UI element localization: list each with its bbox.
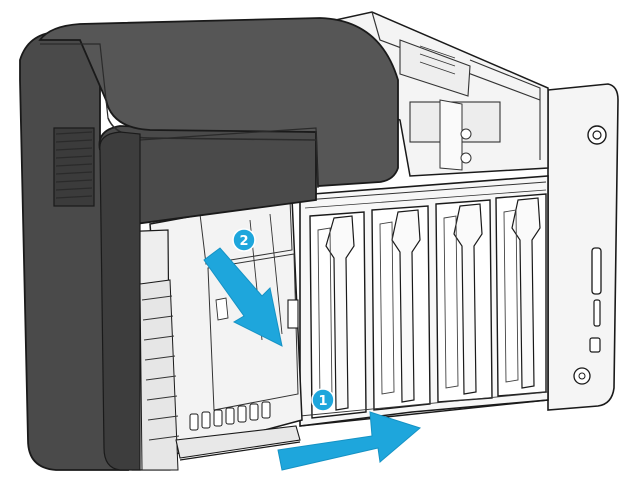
step-1-arrow (277, 411, 422, 471)
power-button-icon (587, 125, 607, 145)
vent-grille-icon (53, 127, 95, 207)
floor-slots (189, 401, 271, 431)
drive-trays (299, 193, 549, 427)
chassis-floor (139, 279, 179, 471)
step-badge-2: 2 (232, 228, 256, 252)
drive-tray (309, 211, 367, 419)
screw-icon (573, 367, 591, 385)
arrow-diagonal-icon (203, 247, 283, 347)
outer-cover (19, 17, 399, 471)
step-number-2: 2 (239, 234, 248, 249)
step-2-arrow (203, 247, 283, 347)
drive-tray (435, 199, 493, 403)
usb-port-icon (591, 247, 602, 295)
arrow-right-icon (277, 411, 422, 471)
cover-top (38, 17, 399, 187)
step-badge-1: 1 (311, 388, 335, 412)
drive-tray (371, 205, 431, 411)
chassis-right-panel (547, 83, 619, 411)
step-number-1: 1 (318, 394, 327, 409)
drive-tray (495, 193, 547, 397)
